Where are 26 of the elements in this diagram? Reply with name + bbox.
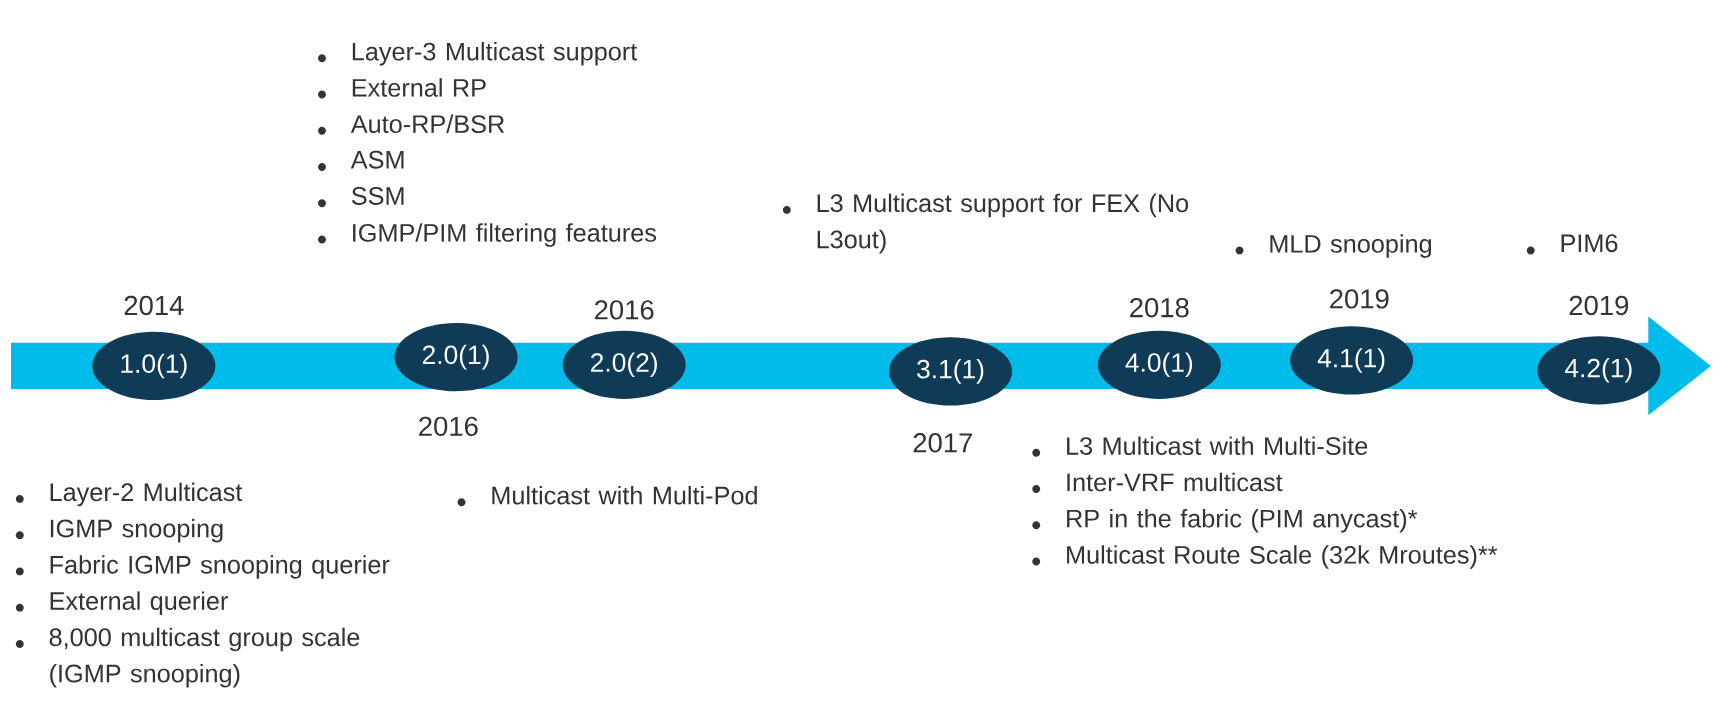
list-item: External querier xyxy=(50,591,228,615)
list-item: Inter-VRF multicast xyxy=(1067,472,1283,492)
list-item: L3 Multicast support for FEX (No L3out) xyxy=(817,193,1189,254)
list-item: 8,000 multicast group scale (IGMP snooping) xyxy=(49,627,360,688)
year-label: 2019 xyxy=(1330,288,1389,309)
list-item: Multicast Route Scale (32k Mroutes)** xyxy=(1067,545,1498,569)
list-item: PIM6 xyxy=(1561,234,1618,252)
list-item: SSM xyxy=(351,186,404,205)
list-item: External RP xyxy=(352,78,486,97)
list-item: Fabric IGMP snooping querier xyxy=(50,554,390,579)
list-item: Layer-3 Multicast support xyxy=(352,41,638,66)
list-item: Multicast with Multi-Pod xyxy=(492,485,757,505)
year-label: 2016 xyxy=(419,416,478,436)
list-item: IGMP snooping xyxy=(50,518,223,543)
list-item: L3 Multicast with Multi-Site xyxy=(1067,436,1368,455)
list-item: IGMP/PIM filtering features xyxy=(353,223,656,247)
year-label: 2016 xyxy=(595,299,654,320)
year-label: 2018 xyxy=(1130,297,1189,318)
list-item: ASM xyxy=(350,150,404,169)
year-label: 2019 xyxy=(1569,295,1629,315)
list-item: RP in the fabric (PIM anycast)* xyxy=(1067,508,1418,533)
list-item: MLD snooping xyxy=(1270,234,1431,258)
year-label: 2017 xyxy=(913,432,972,453)
year-label: 2014 xyxy=(124,295,184,315)
list-item: Auto-RP/BSR xyxy=(350,114,505,133)
list-item: Layer-2 Multicast xyxy=(50,482,243,506)
